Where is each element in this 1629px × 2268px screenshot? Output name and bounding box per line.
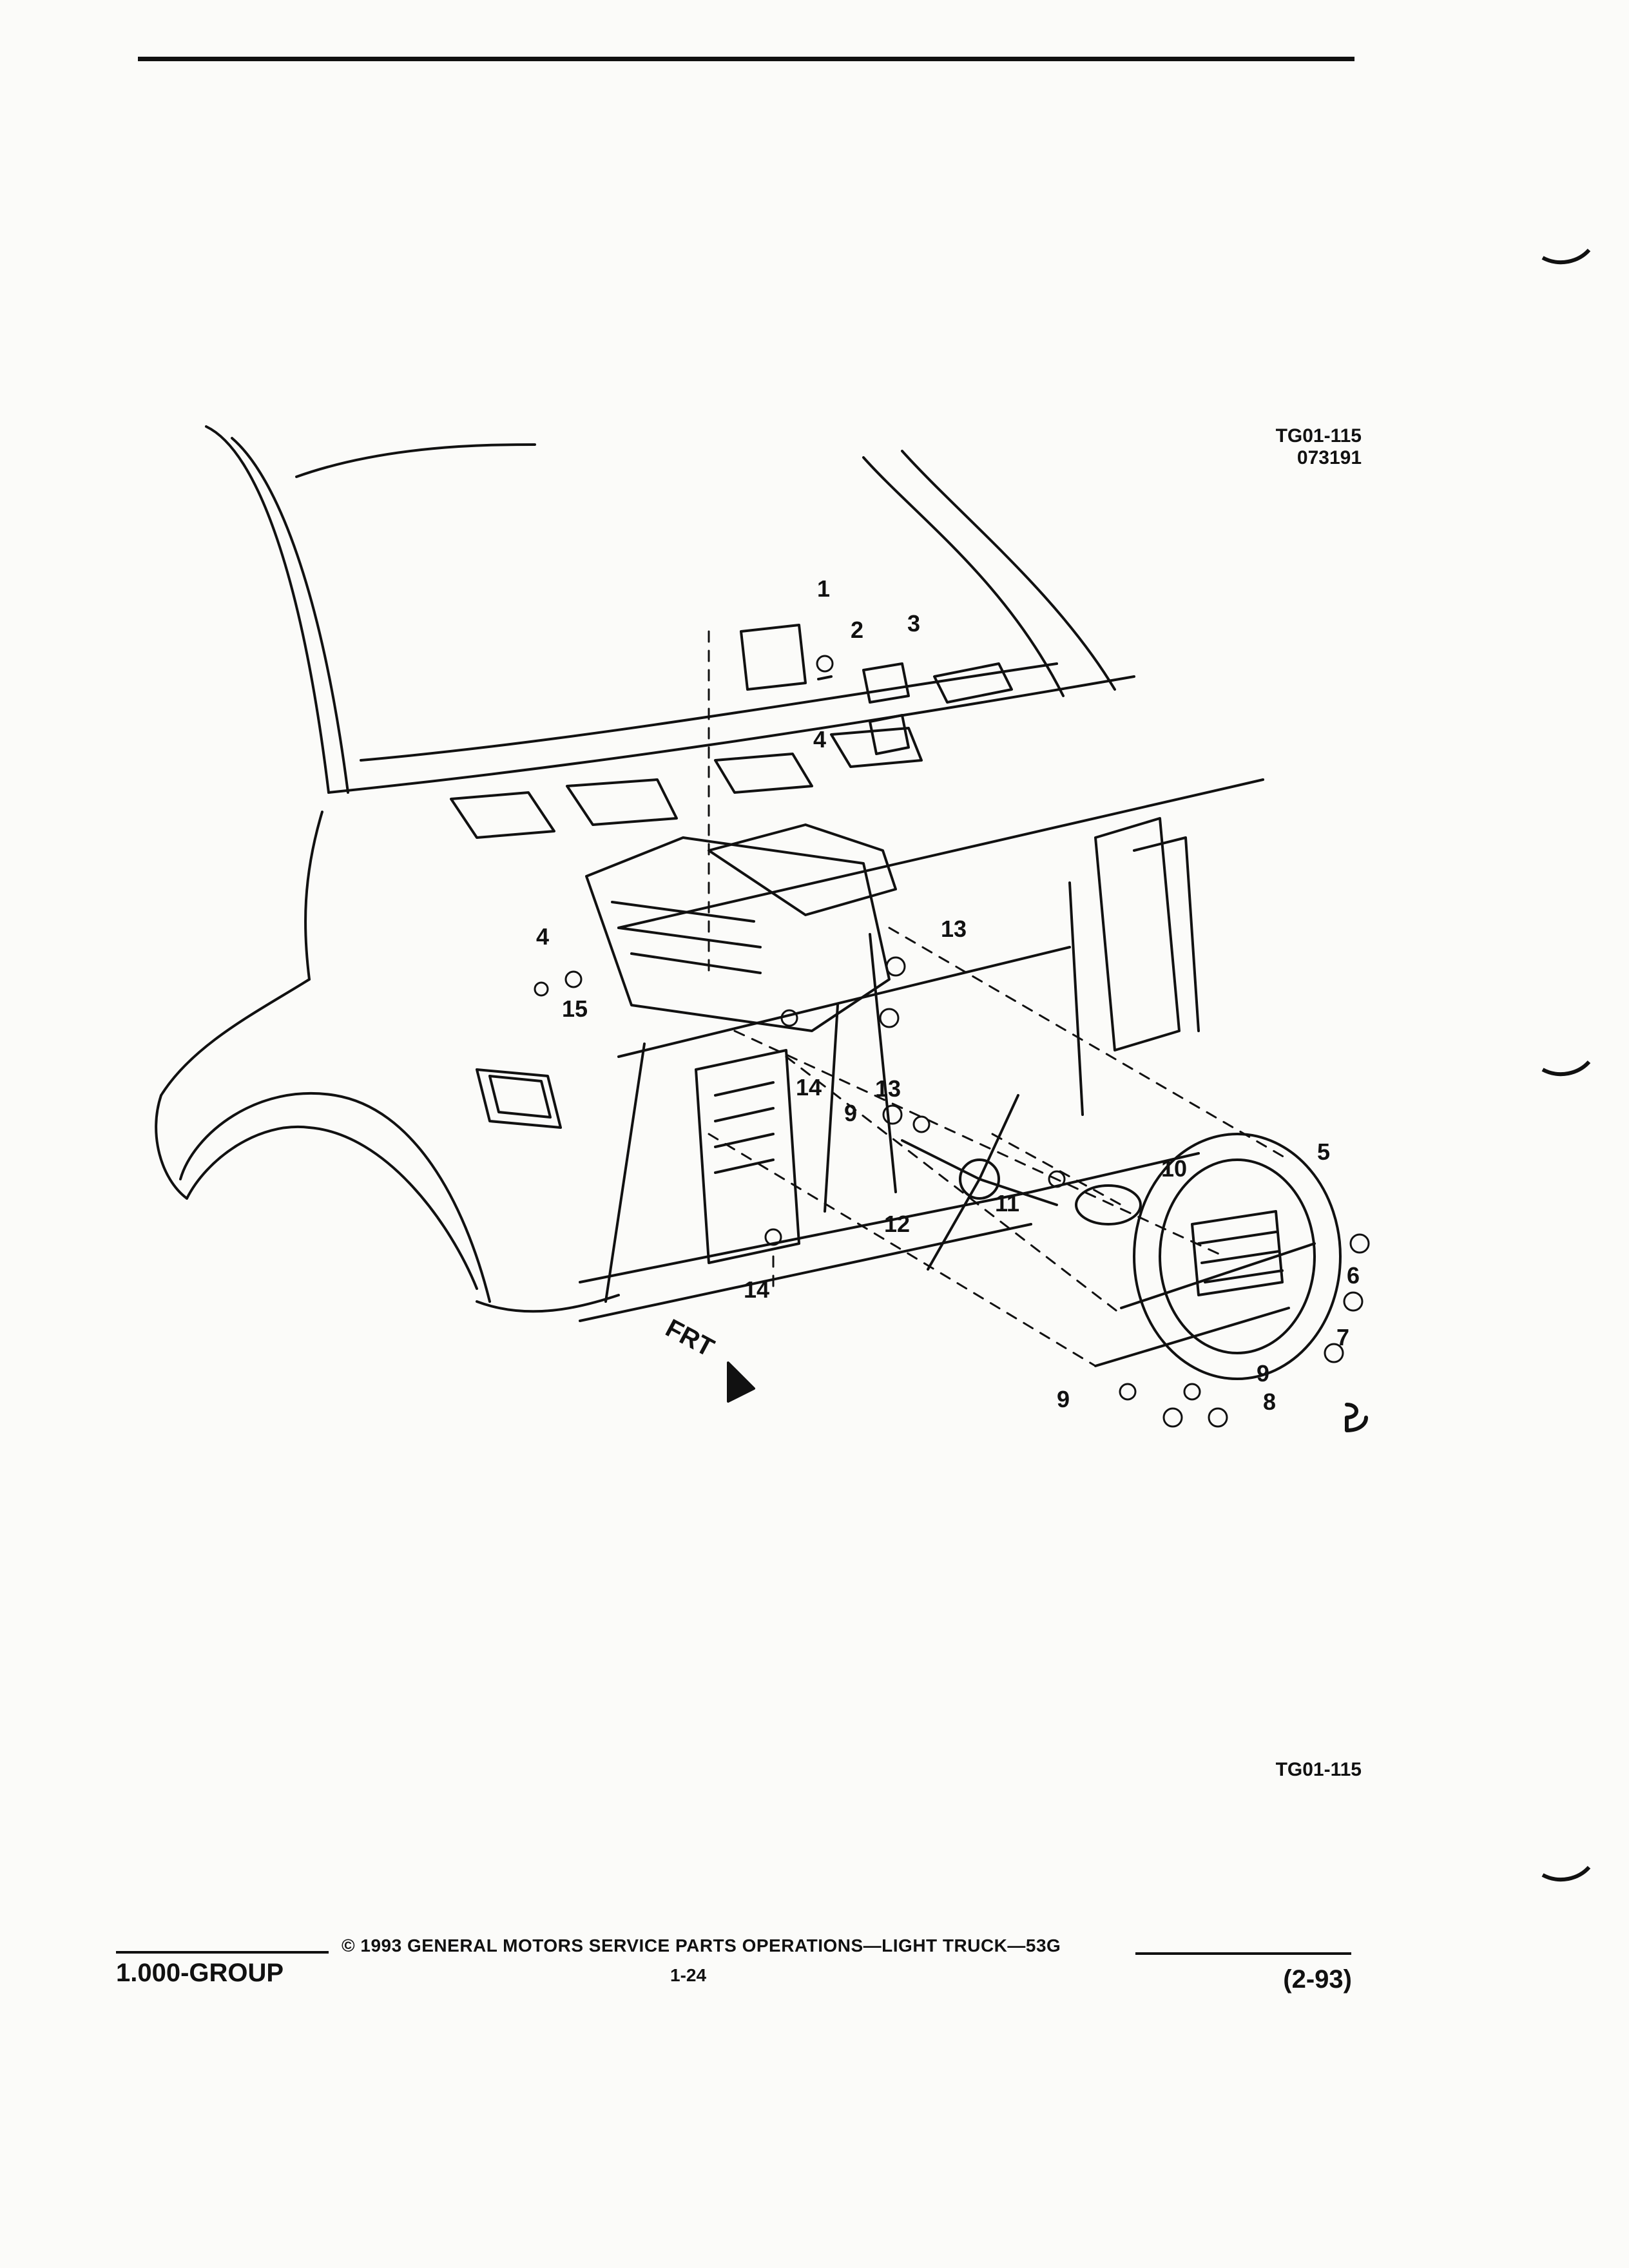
svg-text:14: 14 xyxy=(796,1074,822,1100)
figure-code-bottom: TG01-115 xyxy=(1275,1759,1362,1780)
svg-text:9: 9 xyxy=(844,1100,857,1126)
svg-text:11: 11 xyxy=(995,1190,1019,1216)
svg-text:5: 5 xyxy=(1317,1139,1330,1165)
svg-text:6: 6 xyxy=(1347,1262,1360,1289)
group-label: 1.000-GROUP xyxy=(116,1959,284,1987)
figure-date-code: 073191 xyxy=(1296,447,1362,468)
svg-text:9: 9 xyxy=(1057,1386,1070,1412)
header-rule xyxy=(138,57,1354,61)
svg-text:13: 13 xyxy=(941,916,967,942)
svg-text:9: 9 xyxy=(1257,1360,1269,1387)
svg-text:3: 3 xyxy=(907,610,920,637)
copyright-line: © 1993 GENERAL MOTORS SERVICE PARTS OPER… xyxy=(342,1936,1061,1956)
footer-rule-left xyxy=(116,1951,329,1954)
svg-text:13: 13 xyxy=(875,1075,901,1102)
svg-text:2: 2 xyxy=(851,617,863,643)
svg-text:4: 4 xyxy=(536,923,549,950)
footer-rule-right xyxy=(1135,1952,1351,1955)
binding-mark xyxy=(1541,248,1591,265)
revision-date: (2-93) xyxy=(1283,1965,1352,1994)
svg-text:8: 8 xyxy=(1263,1389,1276,1415)
binding-mark xyxy=(1541,1060,1591,1077)
svg-text:FRT: FRT xyxy=(661,1314,718,1362)
svg-text:14: 14 xyxy=(744,1276,769,1303)
svg-text:12: 12 xyxy=(884,1211,910,1237)
figure-code: TG01-115 xyxy=(1275,425,1362,447)
svg-text:15: 15 xyxy=(562,995,588,1022)
svg-text:7: 7 xyxy=(1336,1324,1349,1350)
svg-text:4: 4 xyxy=(813,726,826,753)
svg-text:1: 1 xyxy=(817,575,830,602)
svg-text:10: 10 xyxy=(1161,1155,1187,1182)
page-number: 1-24 xyxy=(670,1965,707,1985)
binding-mark xyxy=(1541,1865,1591,1882)
